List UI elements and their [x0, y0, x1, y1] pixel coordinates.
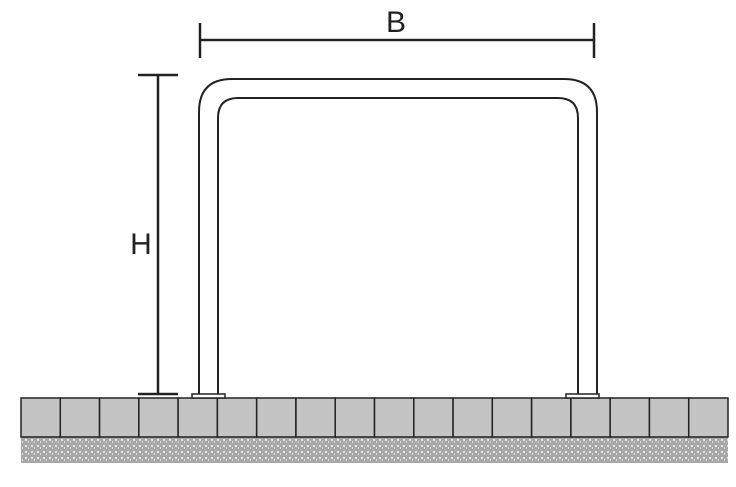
paver-block: [687, 397, 729, 438]
left-base-plate: [191, 393, 226, 399]
height-label: H: [130, 228, 152, 261]
paver-block: [491, 397, 533, 438]
paver-block: [98, 397, 140, 438]
paver-block: [177, 397, 219, 438]
paver-block: [413, 397, 454, 438]
paver-block: [570, 397, 611, 438]
paver-block: [255, 397, 297, 438]
width-label: B: [386, 6, 406, 39]
paver-block: [648, 397, 690, 438]
gravel-bed: [21, 437, 728, 463]
paver-block: [216, 397, 258, 438]
paver-block: [452, 397, 494, 438]
paver-block: [20, 397, 62, 438]
height-dimension: [138, 73, 178, 396]
paver-block: [609, 397, 651, 438]
hoop-outer-edge: [198, 78, 598, 394]
width-dimension: [198, 23, 596, 58]
paver-block: [530, 397, 572, 438]
hoop-inner-edge: [217, 97, 579, 394]
paver-block: [373, 397, 415, 438]
hoop-bar: [198, 78, 598, 394]
paver-block: [295, 397, 336, 438]
paver-row: [20, 397, 729, 438]
paver-block: [59, 397, 101, 438]
right-base-plate: [565, 393, 600, 399]
paver-block: [138, 397, 179, 438]
paver-block: [334, 397, 376, 438]
